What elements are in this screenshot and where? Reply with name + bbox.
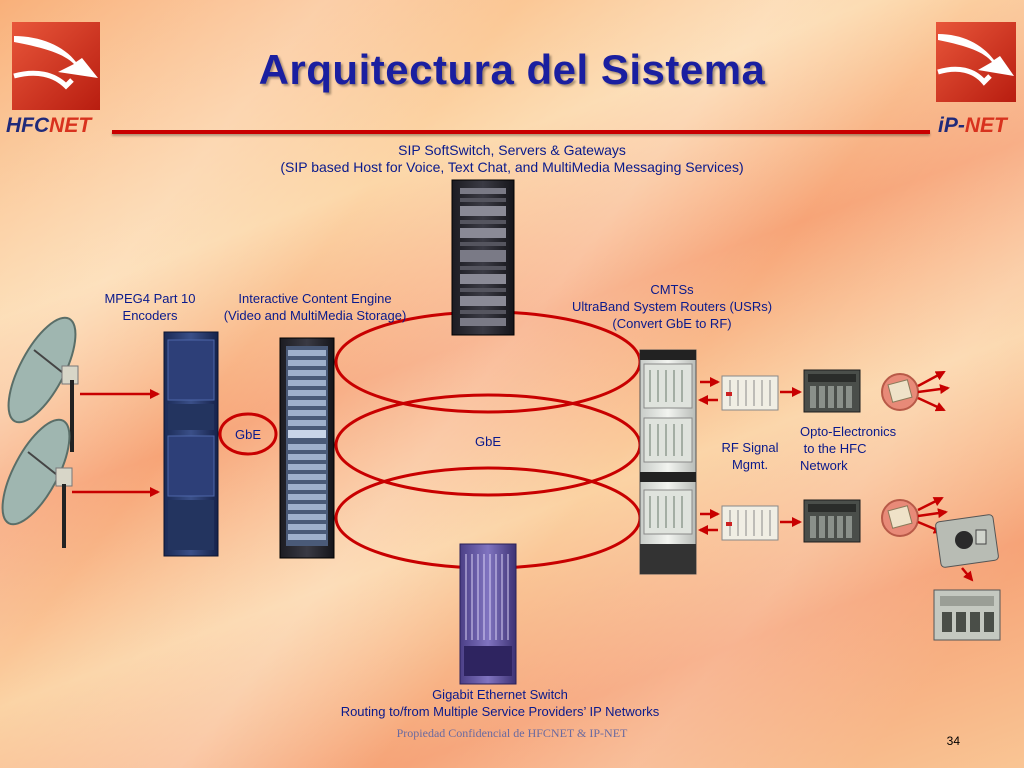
encoders-label-line1: MPEG4 Part 10 [104,291,196,306]
content-engine-label-line2: (Video and MultiMedia Storage) [223,308,407,323]
hfcnet-logo: HFCNET [6,18,110,138]
slide-title: Arquitectura del Sistema [258,46,766,93]
switch-label: Gigabit Ethernet Switch Routing to/from … [300,686,700,720]
cmts-label-line2: UltraBand System Routers (USRs) [571,299,773,314]
rf-signal-label: RF Signal Mgmt. [712,439,788,473]
slide-footer: Propiedad Confidencial de HFCNET & IP-NE… [396,726,628,740]
content-engine-label: Interactive Content Engine (Video and Mu… [212,290,418,324]
sip-server-rack [451,179,515,336]
rf-management-unit-bottom [721,505,779,541]
hfcnet-logo-mark [12,22,100,110]
rf-management-unit-top [721,375,779,411]
opto-electronics-chassis-bottom [803,499,861,543]
satellite-dish-top [7,316,79,452]
encoders-rack [163,331,219,557]
content-engine-rack [279,337,335,559]
opto-label-line1: Opto-Electronics [800,424,897,439]
sip-label-line2: (SIP based Host for Voice, Text Chat, an… [280,159,744,175]
switch-label-line2: Routing to/from Multiple Service Provide… [340,704,660,719]
opto-label-line2: to the HFC [800,441,867,456]
logo-left-suffix: NET [49,114,92,137]
encoders-label: MPEG4 Part 10 Encoders [88,290,212,324]
logo-right-suffix: NET [964,114,1007,137]
title-divider [112,130,930,134]
optical-node-top [881,373,919,411]
sip-label-line1: SIP SoftSwitch, Servers & Gateways [398,142,626,158]
arrow-to-cabinet [961,567,974,582]
cmts-label: CMTSs UltraBand System Routers (USRs) (C… [556,281,788,332]
opto-label-line3: Network [800,458,848,473]
switch-label-line1: Gigabit Ethernet Switch [432,687,568,702]
logo-left-prefix: HFC [6,114,50,137]
ipnet-logo-mark [936,22,1016,102]
content-engine-label-line1: Interactive Content Engine [238,291,392,306]
sip-label: SIP SoftSwitch, Servers & Gateways (SIP … [212,142,812,176]
rf-signal-label-line2: Mgmt. [731,457,769,472]
gbe-label-center: GbE [474,434,501,449]
cmts-rack [639,349,697,575]
cmts-label-line1: CMTSs [650,282,694,297]
cmts-label-line3: (Convert GbE to RF) [612,316,732,331]
gbe-label-left: GbE [234,427,261,442]
gbe-ring-left [218,412,278,456]
opto-electronics-label: Opto-Electronics to the HFC Network [800,423,910,474]
gigabit-ethernet-switch [459,543,517,685]
hfc-node-equipment [935,514,999,568]
optical-node-bottom [881,499,919,537]
fiber-arrows-top [917,370,950,412]
rf-signal-label-line1: RF Signal [721,440,779,455]
encoders-label-line2: Encoders [122,308,178,323]
opto-electronics-chassis-top [803,369,861,413]
page-number: 34 [946,734,960,748]
ipnet-logo: iP-NET [932,18,1024,138]
logo-right-prefix: iP [938,114,958,137]
hfc-cabinet [933,589,1001,641]
satellite-dish-bottom [1,418,73,548]
